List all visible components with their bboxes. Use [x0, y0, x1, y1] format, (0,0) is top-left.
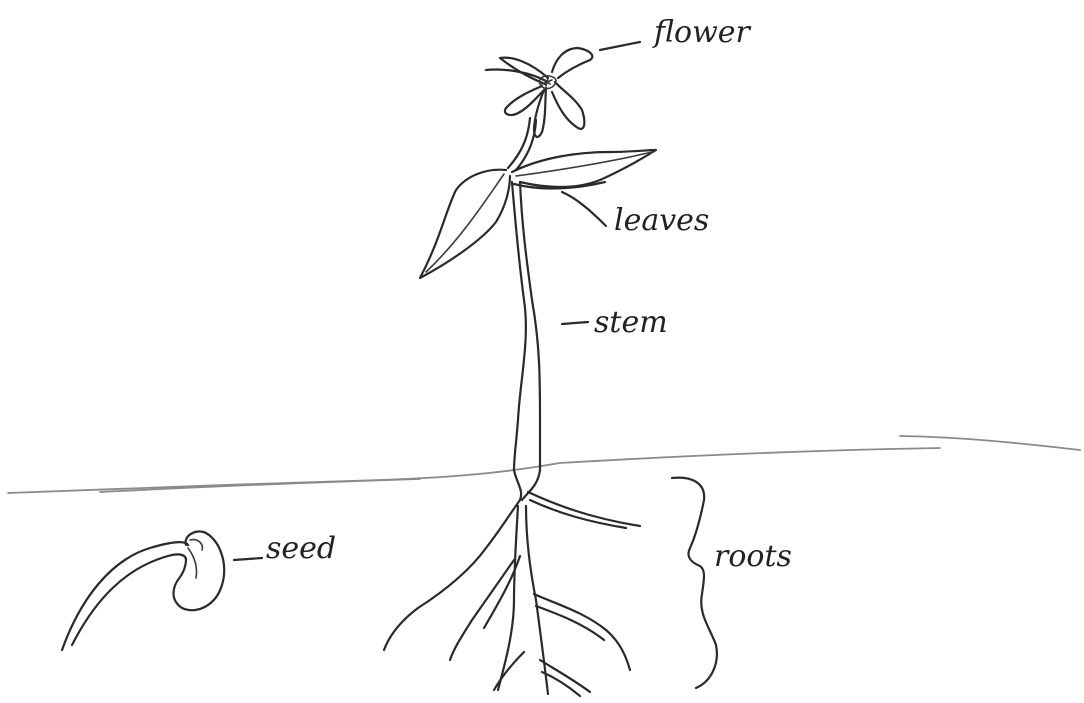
stem-illustration [512, 182, 540, 470]
roots-illustration [384, 470, 640, 696]
flower-illustration [486, 48, 592, 137]
label-seed: seed [266, 531, 336, 566]
label-flower: flower [652, 15, 752, 50]
ground-line [8, 436, 1080, 493]
upper-stem [508, 118, 536, 170]
label-roots: roots [714, 539, 792, 574]
label-stem: stem [594, 305, 668, 340]
roots-bracket [672, 478, 717, 688]
seed-illustration [62, 531, 224, 650]
label-leaves: leaves [614, 203, 709, 238]
